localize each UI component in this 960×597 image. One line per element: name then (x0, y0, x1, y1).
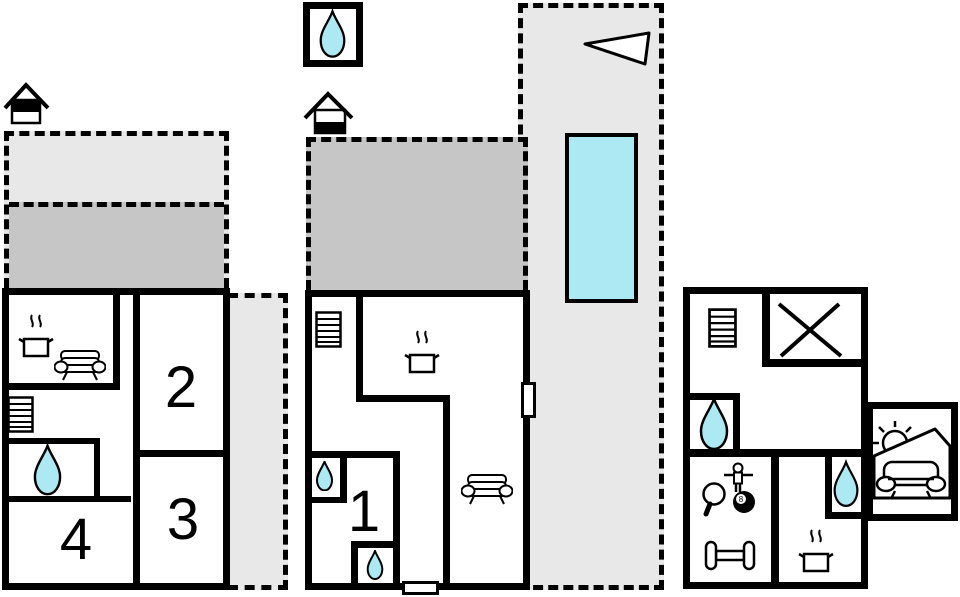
wall (2, 438, 100, 444)
room-label-2: 2 (164, 355, 198, 420)
game-room-icons: 8 (702, 462, 755, 517)
foosball-player-icon (724, 462, 753, 492)
house-level-upper-icon (3, 82, 50, 125)
wall (825, 449, 832, 519)
billiard-8ball-icon: 8 (733, 491, 755, 513)
terrace-strip-left-building (228, 293, 288, 590)
cooking-pot-icon (18, 314, 54, 358)
wall (771, 449, 779, 589)
room-label-1: 1 (347, 479, 381, 544)
water-drop-icon (833, 458, 859, 507)
wall (683, 393, 740, 400)
staircase-icon (7, 396, 34, 433)
wall (351, 541, 400, 548)
building-middle (305, 290, 530, 590)
wall (94, 438, 100, 502)
wall (2, 496, 131, 502)
billiard-ball-number: 8 (739, 495, 744, 504)
house-level-lower-icon (303, 91, 354, 135)
terrace-area-left-upper (4, 131, 229, 288)
door-marker (521, 382, 536, 418)
wall (113, 288, 120, 390)
water-drop-icon (33, 443, 62, 496)
wall (340, 451, 347, 503)
room-label-4: 4 (59, 507, 93, 572)
door-marker (402, 581, 439, 595)
sofa-icon (461, 474, 513, 505)
conservatory-icon (872, 421, 952, 500)
wall (305, 451, 400, 458)
wall (393, 451, 400, 590)
terrace-area-middle-upper (306, 137, 528, 290)
wall (305, 497, 347, 503)
water-drop-icon (319, 9, 346, 58)
crossed-room-icon (777, 302, 843, 358)
north-arrow-icon (583, 31, 651, 66)
table-tennis-paddle-icon (702, 482, 726, 517)
sofa-front-icon (875, 460, 947, 500)
wall (356, 395, 450, 402)
cooking-pot-icon (798, 529, 834, 573)
water-drop-icon (699, 398, 729, 450)
wall (351, 541, 358, 590)
wall (762, 287, 770, 367)
terrace-area-left-lower (9, 202, 224, 288)
wall (443, 395, 450, 590)
cooking-pot-icon (404, 330, 440, 374)
dumbbell-icon (704, 540, 756, 571)
staircase-icon (315, 311, 342, 348)
water-drop-icon (315, 461, 334, 491)
wall (825, 512, 868, 519)
sofa-icon (54, 350, 106, 381)
wall (356, 290, 363, 402)
wall (733, 393, 740, 455)
wall (133, 288, 140, 590)
staircase-icon (708, 308, 737, 348)
room-label-3: 3 (166, 487, 200, 552)
wall (2, 383, 120, 390)
wall (762, 359, 868, 367)
pool (565, 133, 638, 303)
water-drop-icon (366, 550, 384, 580)
wall (133, 450, 230, 457)
